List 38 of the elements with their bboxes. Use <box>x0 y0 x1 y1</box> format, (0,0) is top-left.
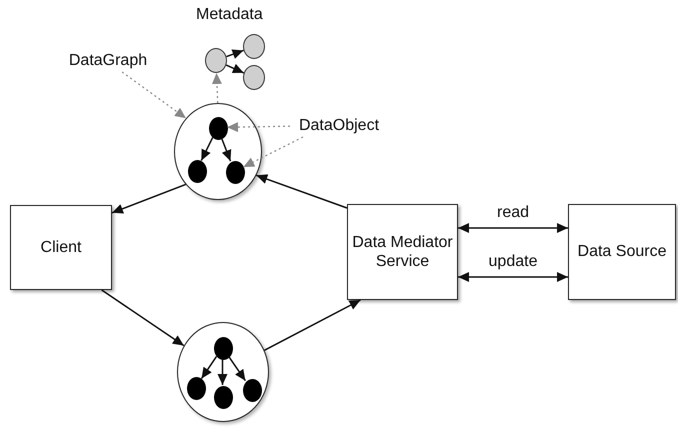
object-dot <box>214 337 233 360</box>
callout-label: DataGraph <box>60 50 156 72</box>
arrow <box>218 359 228 385</box>
graph-circle <box>174 103 262 200</box>
object-dot <box>187 377 206 400</box>
arrow <box>112 184 186 214</box>
metadata-dot <box>243 34 265 59</box>
arrow <box>220 138 232 162</box>
arrow <box>264 299 361 351</box>
arrow <box>458 223 568 233</box>
leader-line <box>226 122 290 132</box>
callout-label: DataObject <box>290 115 388 137</box>
part-label: Metadata <box>196 6 263 24</box>
object-dot <box>209 117 228 140</box>
arrow <box>458 272 568 282</box>
object-dot <box>226 161 245 184</box>
arrow <box>200 356 218 380</box>
arrow <box>101 289 184 346</box>
box-label: Data Mediator Service <box>351 232 454 272</box>
metadata-dot <box>205 48 227 73</box>
arrow <box>226 49 244 59</box>
arrow <box>228 356 246 382</box>
dashed-arrow <box>212 72 222 104</box>
arrow <box>256 174 348 209</box>
arrow <box>200 137 214 161</box>
arrow <box>226 64 244 74</box>
metadata-dot <box>243 65 265 90</box>
leader-line <box>122 72 186 119</box>
process-box <box>10 205 112 290</box>
object-dot <box>214 386 233 409</box>
leader-line <box>243 136 304 168</box>
box-label: Data Source <box>576 242 668 262</box>
object-dot <box>243 379 262 402</box>
edge-label: update <box>486 253 540 271</box>
process-box <box>347 204 458 300</box>
box-label: Client <box>40 238 82 258</box>
object-dot <box>188 160 207 183</box>
process-box <box>568 204 676 300</box>
